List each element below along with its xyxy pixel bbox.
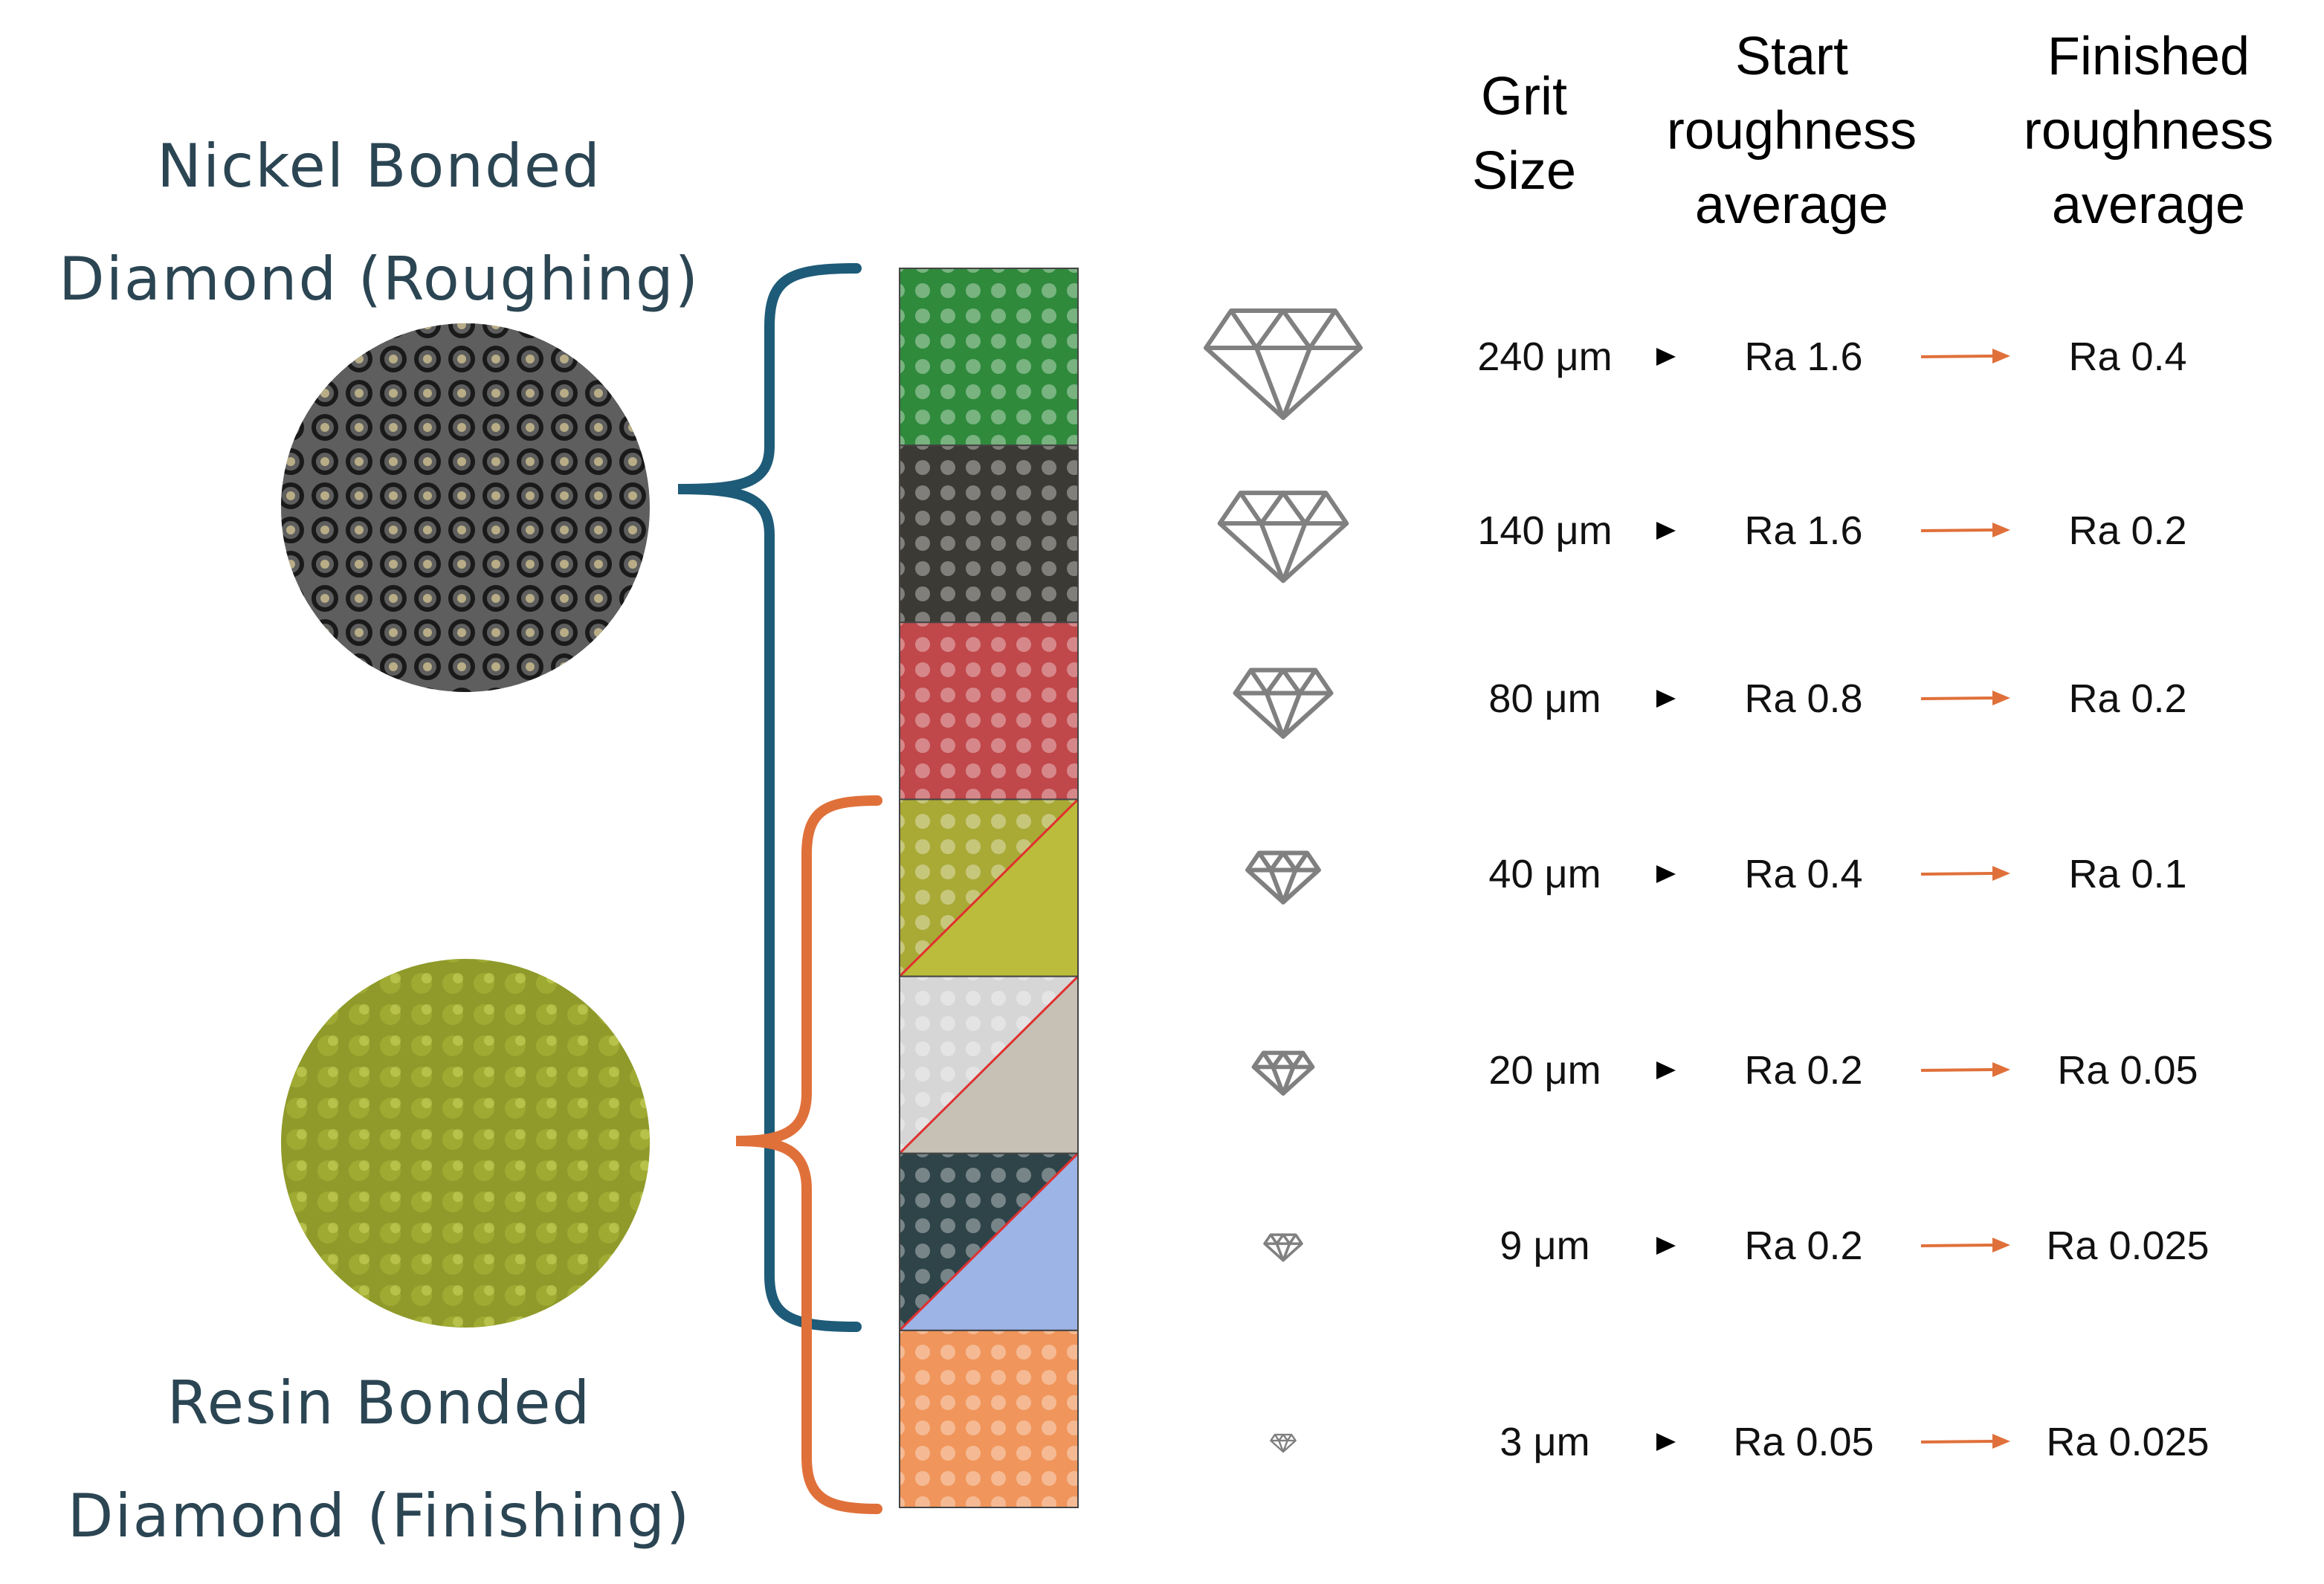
- header-grit-size: Grit Size: [1435, 59, 1613, 208]
- grit-swatch-texture: [900, 1330, 1078, 1507]
- resin-label-line1: Resin Bonded: [167, 1368, 592, 1438]
- arrow-right-icon: [1920, 1238, 2010, 1252]
- header-grit-line1: Grit: [1481, 67, 1567, 126]
- grit-swatch-divider: [898, 975, 1079, 1154]
- nickel-label-line1: Nickel Bonded: [157, 132, 601, 201]
- grit-swatch-texture: [900, 268, 1078, 446]
- triangle-right-icon: [1656, 1237, 1676, 1255]
- row-graphics: [1204, 308, 2010, 1453]
- header-start-line3: average: [1694, 175, 1889, 235]
- row-grit-value: 240 μm: [1477, 334, 1613, 379]
- header-start-line2: roughness: [1666, 101, 1917, 161]
- row-finished-value: Ra 0.1: [2068, 852, 2187, 896]
- row-start-value: Ra 0.4: [1744, 852, 1863, 896]
- row-start-value: Ra 0.8: [1744, 676, 1863, 721]
- diamond-icon: [1270, 1433, 1297, 1453]
- grit-swatch-column: [898, 268, 1079, 1509]
- arrow-right-icon: [1920, 866, 2010, 881]
- row-grit-value: 9 μm: [1500, 1223, 1590, 1268]
- nickel-label-line2: Diamond (Roughing): [59, 245, 700, 314]
- row-finished-value: Ra 0.05: [2057, 1048, 2198, 1093]
- diamond-icon: [1217, 491, 1349, 584]
- diamond-icon: [1233, 667, 1334, 739]
- row-start-value: Ra 1.6: [1744, 508, 1863, 553]
- row-finished-value: Ra 0.4: [2068, 334, 2187, 379]
- grit-swatch-border: [899, 1329, 1079, 1509]
- diamond-icon: [1245, 850, 1321, 905]
- triangle-right-icon: [1656, 348, 1676, 366]
- triangle-right-icon: [1656, 522, 1676, 540]
- triangle-right-icon: [1656, 865, 1676, 883]
- resin-sample-texture: [281, 959, 650, 1328]
- header-start-roughness: Start roughness average: [1621, 19, 1963, 242]
- nickel-bracket: [677, 263, 862, 1332]
- triangle-right-icon: [1656, 690, 1676, 708]
- arrow-right-icon: [1920, 349, 2010, 363]
- triangle-right-icon: [1656, 1433, 1676, 1451]
- row-start-value: Ra 1.6: [1744, 334, 1863, 379]
- row-finished-value: Ra 0.2: [2068, 676, 2187, 721]
- resin-bracket: [735, 795, 882, 1514]
- nickel-group-label: Nickel Bonded Diamond (Roughing): [22, 110, 736, 336]
- header-start-line1: Start: [1734, 27, 1849, 86]
- resin-label-line2: Diamond (Finishing): [67, 1481, 691, 1551]
- row-start-value: Ra 0.2: [1744, 1048, 1863, 1093]
- row-grit-value: 80 μm: [1488, 676, 1601, 721]
- header-grit-line2: Size: [1471, 141, 1577, 201]
- row-grit-value: 20 μm: [1488, 1048, 1601, 1093]
- arrow-right-icon: [1920, 1062, 2010, 1077]
- grit-swatch-texture: [900, 445, 1078, 623]
- row-start-value: Ra 0.05: [1733, 1420, 1874, 1464]
- arrow-right-icon: [1920, 523, 2010, 537]
- row-finished-value: Ra 0.2: [2068, 508, 2187, 553]
- diamond-icon: [1251, 1050, 1315, 1096]
- row-grit-value: 3 μm: [1500, 1420, 1590, 1464]
- diamond-icon: [1204, 308, 1363, 420]
- row-finished-value: Ra 0.025: [2046, 1223, 2210, 1268]
- grit-swatch-texture: [900, 622, 1078, 800]
- row-start-value: Ra 0.2: [1744, 1223, 1863, 1268]
- diamond-icon: [1263, 1233, 1303, 1262]
- nickel-sample-texture: [281, 323, 650, 692]
- header-finished-line1: Finished: [2047, 27, 2250, 86]
- grit-swatch-divider: [898, 798, 1079, 977]
- resin-group-label: Resin Bonded Diamond (Finishing): [22, 1347, 736, 1573]
- triangle-right-icon: [1656, 1061, 1676, 1079]
- row-grit-value: 140 μm: [1477, 508, 1613, 553]
- arrow-right-icon: [1920, 691, 2010, 705]
- header-finished-roughness: Finished roughness average: [1978, 19, 2320, 242]
- header-finished-line2: roughness: [2023, 101, 2274, 161]
- arrow-right-icon: [1920, 1434, 2010, 1449]
- row-grit-value: 40 μm: [1488, 852, 1601, 896]
- grit-swatch-divider: [898, 1152, 1079, 1331]
- row-finished-value: Ra 0.025: [2046, 1420, 2210, 1464]
- header-finished-line3: average: [2051, 175, 2246, 235]
